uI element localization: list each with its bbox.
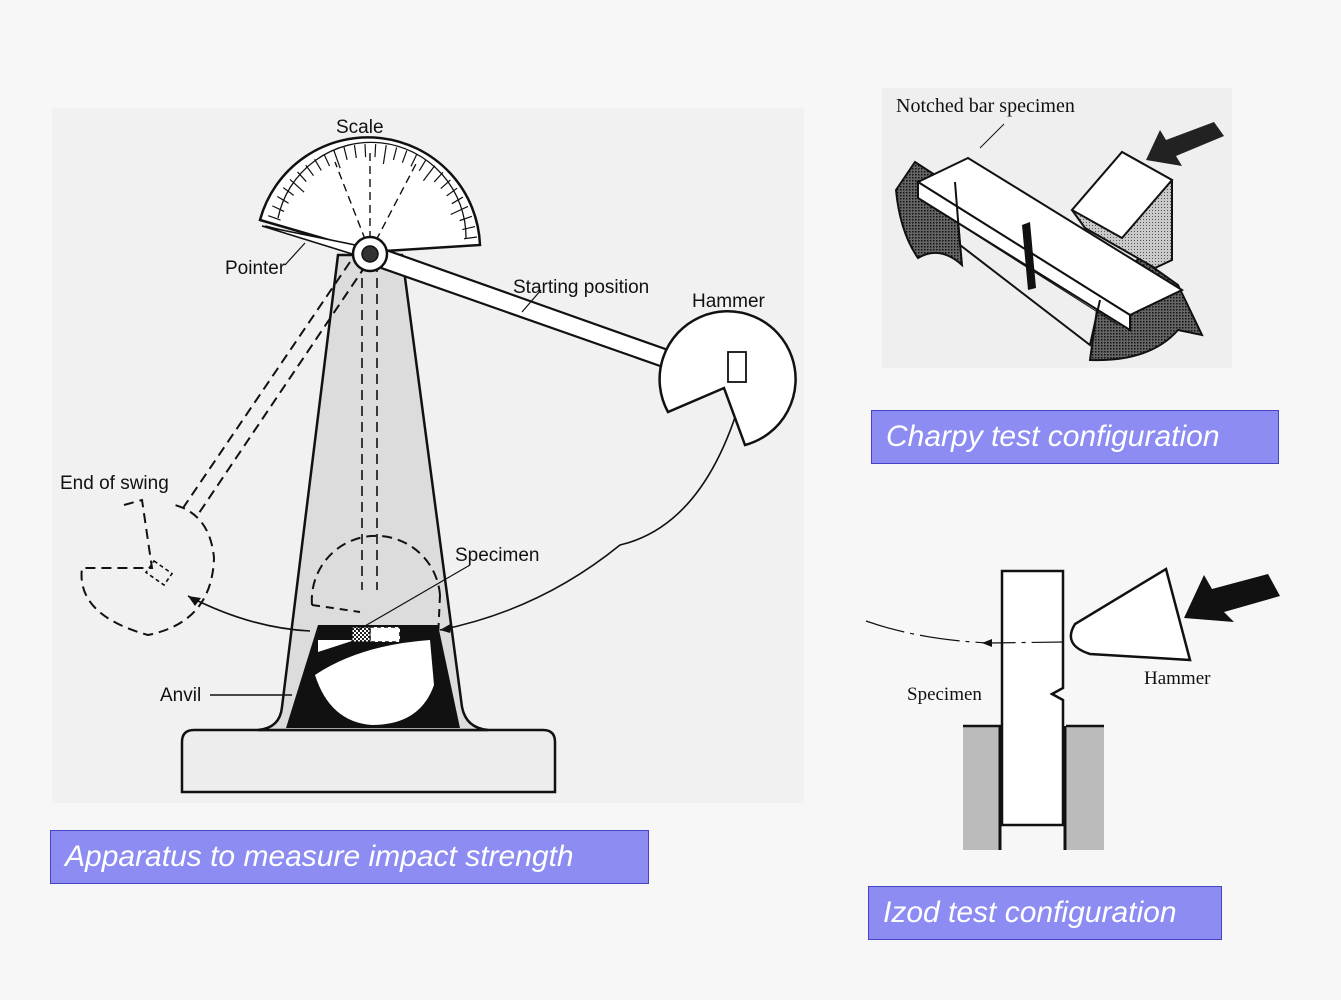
machine-base [180,728,557,794]
scale-tick [410,154,418,167]
charpy-test-diagram: Notched bar specimen [882,88,1232,368]
caption-izod: Izod test configuration [868,886,1222,940]
scale-tick [297,171,307,182]
scale-tick [272,205,285,212]
vise-left [963,726,1001,850]
caption-apparatus: Apparatus to measure impact strength [50,830,649,884]
scale-tick [277,195,289,204]
scale-tick [401,150,408,163]
izod-hammer [1069,567,1192,662]
scale-tick [462,225,476,231]
scale-tick [343,147,348,160]
scale-tick [314,158,322,171]
scale-tick [451,196,464,205]
scale-tick [268,215,281,221]
caption-charpy: Charpy test configuration [871,410,1279,464]
scale-tick [305,164,314,176]
scale-tick [418,159,427,172]
scale-tick [440,179,451,190]
scale-tick [323,154,331,167]
izod-specimen [1000,569,1065,827]
scale-tick [289,178,305,193]
label-starting-position: Starting position [513,277,649,298]
vise-right [1066,726,1104,850]
scale-tick [382,145,387,165]
scale-tick [433,171,444,183]
scale-tick [282,187,295,196]
specimen-block [351,626,371,643]
scale-tick [422,165,436,182]
scale-tick [353,145,357,159]
izod-impact-arrow [1184,574,1280,622]
scale-tick [459,215,473,222]
scale-tick [446,187,458,197]
impact-arrow [1146,122,1224,166]
support-tower [257,253,489,732]
label-end-of-swing: End of swing [60,473,169,494]
label-anvil: Anvil [160,685,201,706]
scale-tick [392,147,398,161]
label-izod-hammer: Hammer [1144,668,1211,689]
scale-tick [450,205,469,216]
label-specimen: Specimen [455,545,540,566]
izod-test-diagram: Specimen Hammer [865,567,1280,850]
label-notched-bar-specimen: Notched bar specimen [896,95,1075,117]
label-hammer: Hammer [692,291,766,312]
label-pointer: Pointer [225,258,286,279]
scale-tick [374,144,377,158]
label-scale: Scale [336,117,384,138]
impact-apparatus-diagram: Scale Pointer Starting position Hammer E… [52,108,804,803]
scale-tick [333,150,341,169]
scale-tick [364,144,367,158]
scale-tick [463,236,478,240]
label-izod-specimen: Specimen [907,684,982,705]
